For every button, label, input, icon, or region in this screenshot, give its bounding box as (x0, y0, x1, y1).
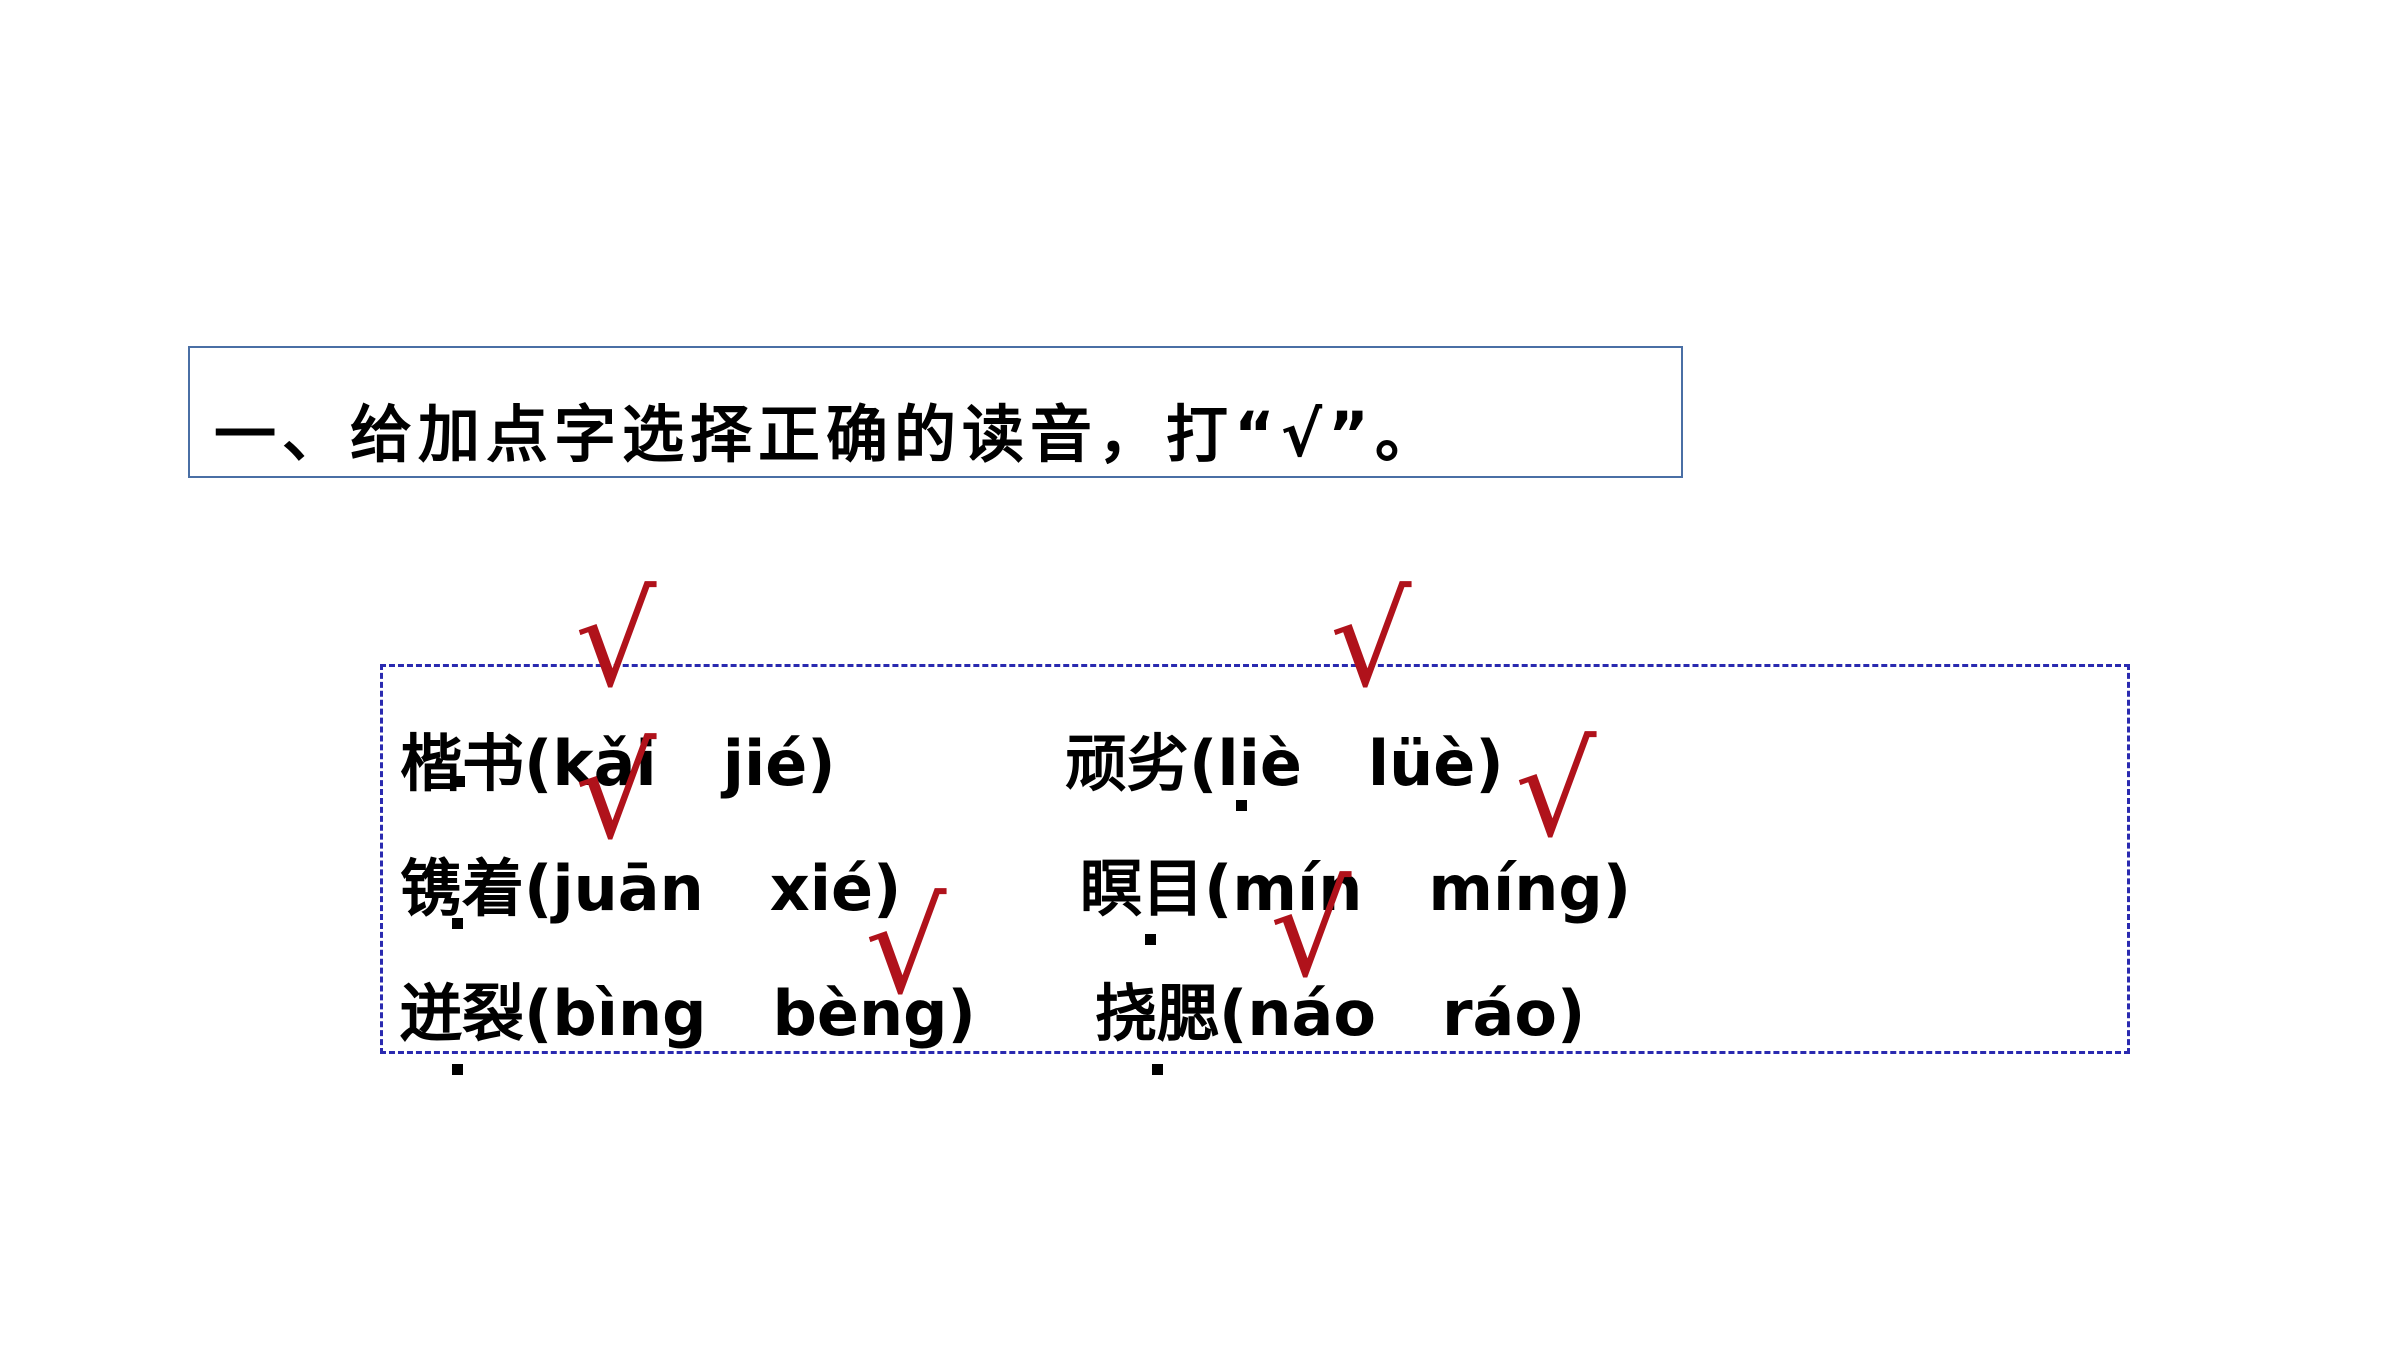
emphasis-dot (454, 776, 465, 787)
item-word: 顽劣 (1065, 727, 1190, 800)
pinyin-option-1[interactable]: (juān (524, 852, 704, 925)
check-mark-icon: √ (1515, 717, 1597, 866)
item-mingmu: 瞑目(mín míng) (1080, 838, 1631, 928)
emphasis-dot (1236, 800, 1247, 811)
question-title-box: 一、给加点字选择正确的读音，打“√”。 (188, 346, 1683, 478)
pinyin-option-2[interactable]: ráo) (1441, 977, 1586, 1050)
item-juanzhe: 镌着(juān xié) (400, 838, 901, 928)
pinyin-option-1[interactable]: (liè (1189, 727, 1302, 800)
emphasis-dot (452, 918, 463, 929)
pinyin-option-2[interactable]: jié) (722, 727, 836, 800)
check-mark-icon: √ (1330, 567, 1412, 716)
check-mark-icon: √ (575, 567, 657, 716)
item-word: 瞑目 (1080, 852, 1205, 925)
emphasis-dot (1152, 1064, 1163, 1075)
item-word: 挠腮 (1095, 977, 1220, 1050)
pinyin-option-1[interactable]: (kǎi (524, 727, 657, 800)
pinyin-option-1[interactable]: (mín (1204, 852, 1363, 925)
question-title: 一、给加点字选择正确的读音，打“√”。 (214, 398, 1443, 471)
check-mark-icon: √ (865, 874, 947, 1023)
pinyin-option-2[interactable]: lüè) (1367, 727, 1504, 800)
item-word: 镌着 (400, 852, 525, 925)
pinyin-option-2[interactable]: xié) (769, 852, 902, 925)
pinyin-option-2[interactable]: bèng) (772, 977, 976, 1050)
pinyin-option-2[interactable]: míng) (1428, 852, 1632, 925)
item-word: 楷书 (400, 727, 525, 800)
pinyin-option-1[interactable]: (bìng (524, 977, 707, 1050)
item-bengle: 迸裂(bìng bèng) (400, 963, 976, 1053)
answer-area-box (380, 664, 2130, 1054)
emphasis-dot (452, 1064, 463, 1075)
item-word: 迸裂 (400, 977, 525, 1050)
item-wanlie: 顽劣(liè lüè) (1065, 713, 1504, 803)
item-kaishu: 楷书(kǎi jié) (400, 713, 836, 803)
check-mark-icon: √ (1270, 857, 1352, 1006)
check-mark-icon: √ (575, 719, 657, 868)
pinyin-option-1[interactable]: (náo (1219, 977, 1376, 1050)
item-naosai: 挠腮(náo ráo) (1095, 963, 1585, 1053)
emphasis-dot (1145, 934, 1156, 945)
